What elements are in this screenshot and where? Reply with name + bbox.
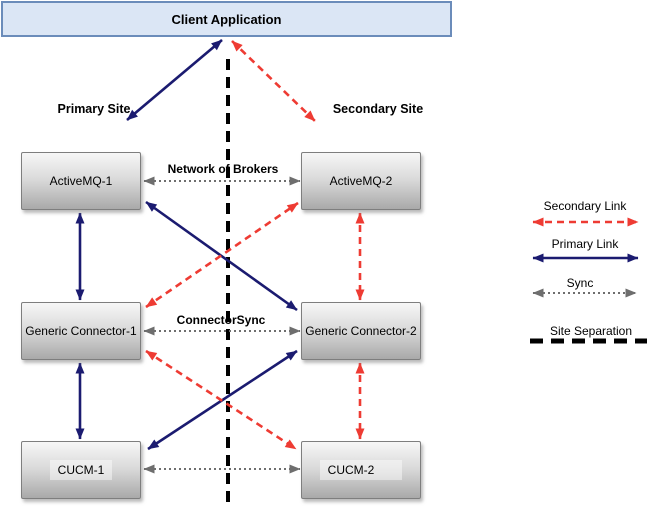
node-client-application: Client Application — [1, 1, 452, 37]
legend-primary-link-label: Primary Link — [551, 237, 619, 251]
node-cucm-2-label: CUCM-2 — [319, 460, 403, 480]
node-generic-connector-2: Generic Connector-2 — [301, 302, 421, 360]
node-cucm-2: CUCM-2 — [301, 441, 421, 499]
primary-site-label: Primary Site — [57, 102, 131, 116]
node-cucm-1: CUCM-1 — [21, 441, 141, 499]
node-generic-connector-1-label: Generic Connector-1 — [25, 324, 137, 338]
node-cucm-1-label: CUCM-1 — [49, 460, 113, 480]
legend-secondary-link-label: Secondary Link — [543, 199, 627, 213]
node-activemq-2: ActiveMQ-2 — [301, 152, 421, 210]
node-generic-connector-2-label: Generic Connector-2 — [305, 324, 417, 338]
node-activemq-2-label: ActiveMQ-2 — [329, 174, 393, 188]
node-activemq-1-label: ActiveMQ-1 — [49, 174, 113, 188]
secondary-site-label: Secondary Site — [332, 102, 424, 116]
legend-site-separation-label: Site Separation — [549, 324, 633, 338]
node-client-application-label: Client Application — [171, 11, 282, 27]
edge-client-secondary-site — [231, 40, 316, 122]
node-activemq-1: ActiveMQ-1 — [21, 152, 141, 210]
edge-gc1-cucm2-secondary — [145, 349, 297, 451]
edge-gc1-amq2-secondary — [145, 201, 299, 309]
legend-sync-label: Sync — [566, 276, 594, 290]
connectorsync-label: ConnectorSync — [176, 313, 266, 327]
network-of-brokers-label: Network of Brokers — [167, 162, 279, 176]
node-generic-connector-1: Generic Connector-1 — [21, 302, 141, 360]
edge-client-primary-site — [126, 39, 223, 121]
